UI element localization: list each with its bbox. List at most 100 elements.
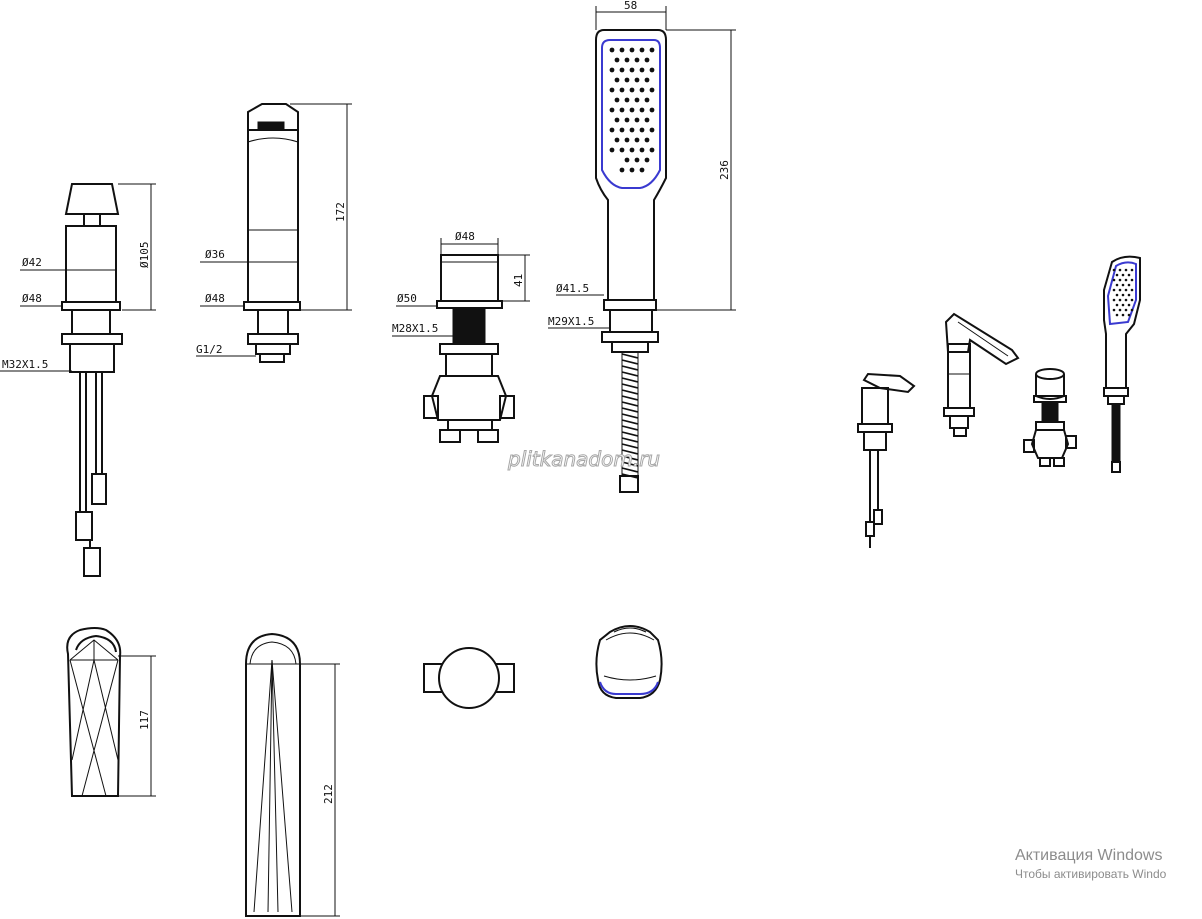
dim-d48c: Ø48 <box>455 230 475 243</box>
nozzle-dot <box>644 97 650 103</box>
nozzle-dot <box>649 87 655 93</box>
iso-nozzle-dot <box>1124 278 1128 282</box>
nozzle-dot <box>629 107 635 113</box>
hose-coil-segment <box>621 455 639 461</box>
iso-nozzle-dot <box>1121 283 1125 287</box>
nozzle-dot <box>649 47 655 53</box>
iso-nozzle-dot <box>1115 273 1119 277</box>
nozzle-dot <box>614 77 620 83</box>
nozzle-dot <box>609 127 615 133</box>
nozzle-dot <box>639 107 645 113</box>
dim-d415: Ø41.5 <box>556 282 589 295</box>
windows-activation-notice: Активация Windows Чтобы активировать Win… <box>1015 846 1166 882</box>
hose-coil-segment <box>621 437 639 443</box>
hose-coil-segment <box>621 371 639 377</box>
dim-d48a: Ø48 <box>22 292 42 305</box>
iso-nozzle-dot <box>1127 273 1131 277</box>
nozzle-dot <box>634 117 640 123</box>
nozzle-dot <box>639 47 645 53</box>
dim-h172: 172 <box>334 202 347 222</box>
iso-nozzle-dot <box>1124 298 1128 302</box>
iso-nozzle-dot <box>1127 303 1131 307</box>
nozzle-dot <box>619 127 625 133</box>
shower-hose-coil <box>621 353 639 479</box>
nozzle-dot <box>624 97 630 103</box>
nozzle-dot <box>614 137 620 143</box>
iso-nozzle-dot <box>1130 268 1134 272</box>
nozzle-dot <box>639 167 645 173</box>
iso-nozzle-dot <box>1112 268 1116 272</box>
nozzle-dot <box>629 87 635 93</box>
hose-coil-segment <box>621 467 639 473</box>
iso-nozzle-dot <box>1112 308 1116 312</box>
valve-front-view <box>423 254 515 443</box>
valve-dimensions <box>392 238 530 337</box>
nozzle-dot <box>629 47 635 53</box>
nozzle-dot <box>619 87 625 93</box>
iso-nozzle-dot <box>1115 303 1119 307</box>
iso-nozzle-dot <box>1118 288 1122 292</box>
dim-d48b: Ø48 <box>205 292 225 305</box>
hose-coil-segment <box>621 443 639 449</box>
dim-g12: G1/2 <box>196 343 223 356</box>
nozzle-dot <box>624 137 630 143</box>
dim-m32: M32X1.5 <box>2 358 48 371</box>
nozzle-grid <box>609 47 655 173</box>
nozzle-dot <box>644 57 650 63</box>
iso-nozzle-dot <box>1127 283 1131 287</box>
hose-coil-segment <box>621 383 639 389</box>
isometric-spout <box>943 312 1020 437</box>
hose-coil-segment <box>621 407 639 413</box>
hose-coil-segment <box>621 395 639 401</box>
diverter-top-view <box>66 627 156 797</box>
iso-nozzle-dot <box>1118 268 1122 272</box>
hand-shower-dimensions <box>548 6 736 329</box>
diverter-front-view <box>61 183 123 577</box>
nozzle-dot <box>629 167 635 173</box>
nozzle-dot <box>624 117 630 123</box>
iso-nozzle-dot <box>1115 283 1119 287</box>
nozzle-dot <box>614 97 620 103</box>
nozzle-dot <box>624 157 630 163</box>
nozzle-dot <box>624 57 630 63</box>
nozzle-dot <box>634 57 640 63</box>
hose-coil-segment <box>621 353 639 359</box>
nozzle-dot <box>649 127 655 133</box>
dim-m29: M29X1.5 <box>548 315 594 328</box>
iso-nozzle-dot <box>1121 313 1125 317</box>
nozzle-dot <box>644 117 650 123</box>
nozzle-dot <box>619 107 625 113</box>
activation-title: Активация Windows <box>1015 847 1163 864</box>
dim-h212: 212 <box>322 784 335 804</box>
nozzle-dot <box>629 67 635 73</box>
dim-d36: Ø36 <box>205 248 225 261</box>
iso-nozzle-dot <box>1115 313 1119 317</box>
nozzle-dot <box>634 157 640 163</box>
nozzle-dot <box>639 127 645 133</box>
nozzle-dot <box>649 67 655 73</box>
nozzle-dot <box>644 157 650 163</box>
nozzle-dot <box>649 107 655 113</box>
iso-nozzle-dot <box>1118 278 1122 282</box>
nozzle-dot <box>649 147 655 153</box>
spout-dimensions <box>196 103 352 357</box>
iso-nozzle-dot <box>1121 293 1125 297</box>
nozzle-dot <box>619 47 625 53</box>
hose-coil-segment <box>621 401 639 407</box>
hose-coil-segment <box>621 461 639 467</box>
iso-nozzle-dot <box>1130 288 1134 292</box>
hose-coil-segment <box>621 419 639 425</box>
dim-h117: 117 <box>138 710 151 730</box>
dim-h41: 41 <box>512 274 525 287</box>
iso-nozzle-grid <box>1112 268 1134 317</box>
activation-subtitle: Чтобы активировать Windo <box>1015 867 1167 881</box>
iso-nozzle-dot <box>1112 298 1116 302</box>
iso-nozzle-dot <box>1115 293 1119 297</box>
iso-nozzle-dot <box>1130 308 1134 312</box>
hose-coil-segment <box>621 431 639 437</box>
iso-nozzle-dot <box>1124 308 1128 312</box>
isometric-diverter <box>857 372 916 548</box>
iso-nozzle-dot <box>1118 308 1122 312</box>
iso-nozzle-dot <box>1112 288 1116 292</box>
